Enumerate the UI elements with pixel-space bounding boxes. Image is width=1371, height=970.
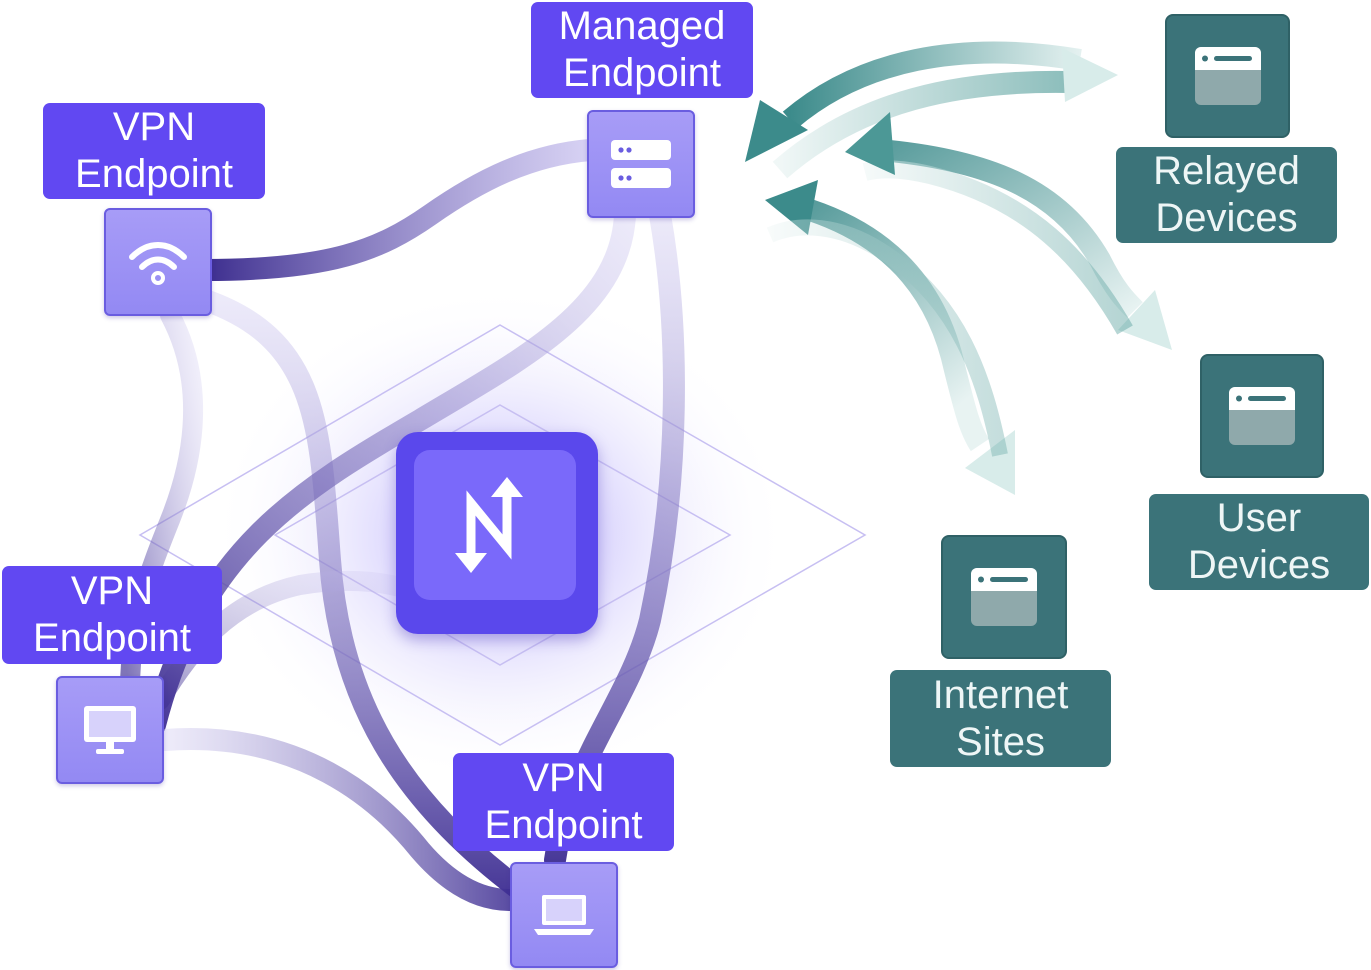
label-line: VPN	[112, 105, 196, 149]
label-line: VPN	[522, 756, 605, 800]
internet-sites-tile[interactable]	[941, 535, 1067, 659]
arrowhead-user-to-managed	[845, 112, 895, 175]
hub-node[interactable]	[396, 432, 598, 634]
outer-diamond	[138, 324, 867, 746]
hub-inner	[414, 450, 576, 600]
monitor-icon	[84, 706, 136, 754]
label-line: Relayed	[1153, 149, 1300, 193]
user-devices-tile[interactable]	[1200, 354, 1324, 478]
vpn-endpoint-bottom-label: VPN Endpoint	[453, 753, 674, 851]
vpn-endpoint-top-left-tile[interactable]	[104, 208, 212, 316]
label-line: Endpoint	[563, 51, 721, 95]
arrow-managed-to-user	[879, 139, 1143, 318]
label-line: Devices	[1187, 543, 1331, 587]
label-line: Endpoint	[484, 803, 643, 847]
inner-diamond	[273, 404, 732, 666]
link-wifi-managed	[194, 139, 601, 281]
arrowhead-managed-to-relayed	[1062, 48, 1118, 102]
relayed-devices-tile[interactable]	[1165, 14, 1290, 138]
netmaker-logo-icon	[455, 477, 523, 573]
label-line: Endpoint	[33, 616, 191, 660]
user-devices-label: User Devices	[1149, 494, 1369, 590]
browser-window-icon	[971, 568, 1037, 626]
label-line: Internet	[932, 672, 1069, 717]
vpn-endpoint-mid-left-tile[interactable]	[56, 676, 164, 784]
label-line: Endpoint	[75, 152, 233, 196]
browser-window-icon	[1229, 387, 1295, 445]
managed-endpoint-tile[interactable]	[587, 110, 695, 218]
arrow-internet-to-managed	[766, 219, 1008, 457]
link-wifi-laptop	[194, 289, 531, 901]
label-line: Managed	[558, 4, 726, 48]
wifi-icon	[129, 242, 187, 285]
relayed-devices-label: Relayed Devices	[1116, 147, 1337, 243]
vpn-endpoint-mid-left-label: VPN Endpoint	[2, 566, 222, 664]
internet-sites-label: Internet Sites	[890, 670, 1111, 767]
label-line: Devices	[1155, 196, 1298, 240]
arrowhead-managed-to-user	[1118, 290, 1172, 350]
vpn-endpoint-bottom-tile[interactable]	[510, 862, 618, 968]
managed-endpoint-label: Managed Endpoint	[531, 2, 753, 98]
server-icon	[611, 140, 671, 188]
arrowhead-relayed-to-managed	[745, 100, 808, 162]
laptop-icon	[534, 895, 594, 935]
arrow-managed-to-relayed	[772, 70, 1071, 179]
label-line: Sites	[956, 719, 1045, 764]
label-line: User	[1216, 496, 1302, 540]
label-line: VPN	[70, 569, 154, 613]
link-monitor-laptop	[154, 728, 521, 911]
vpn-endpoint-top-left-label: VPN Endpoint	[43, 103, 265, 199]
browser-window-icon	[1194, 47, 1261, 105]
arrow-relayed-to-managed	[782, 41, 1082, 129]
